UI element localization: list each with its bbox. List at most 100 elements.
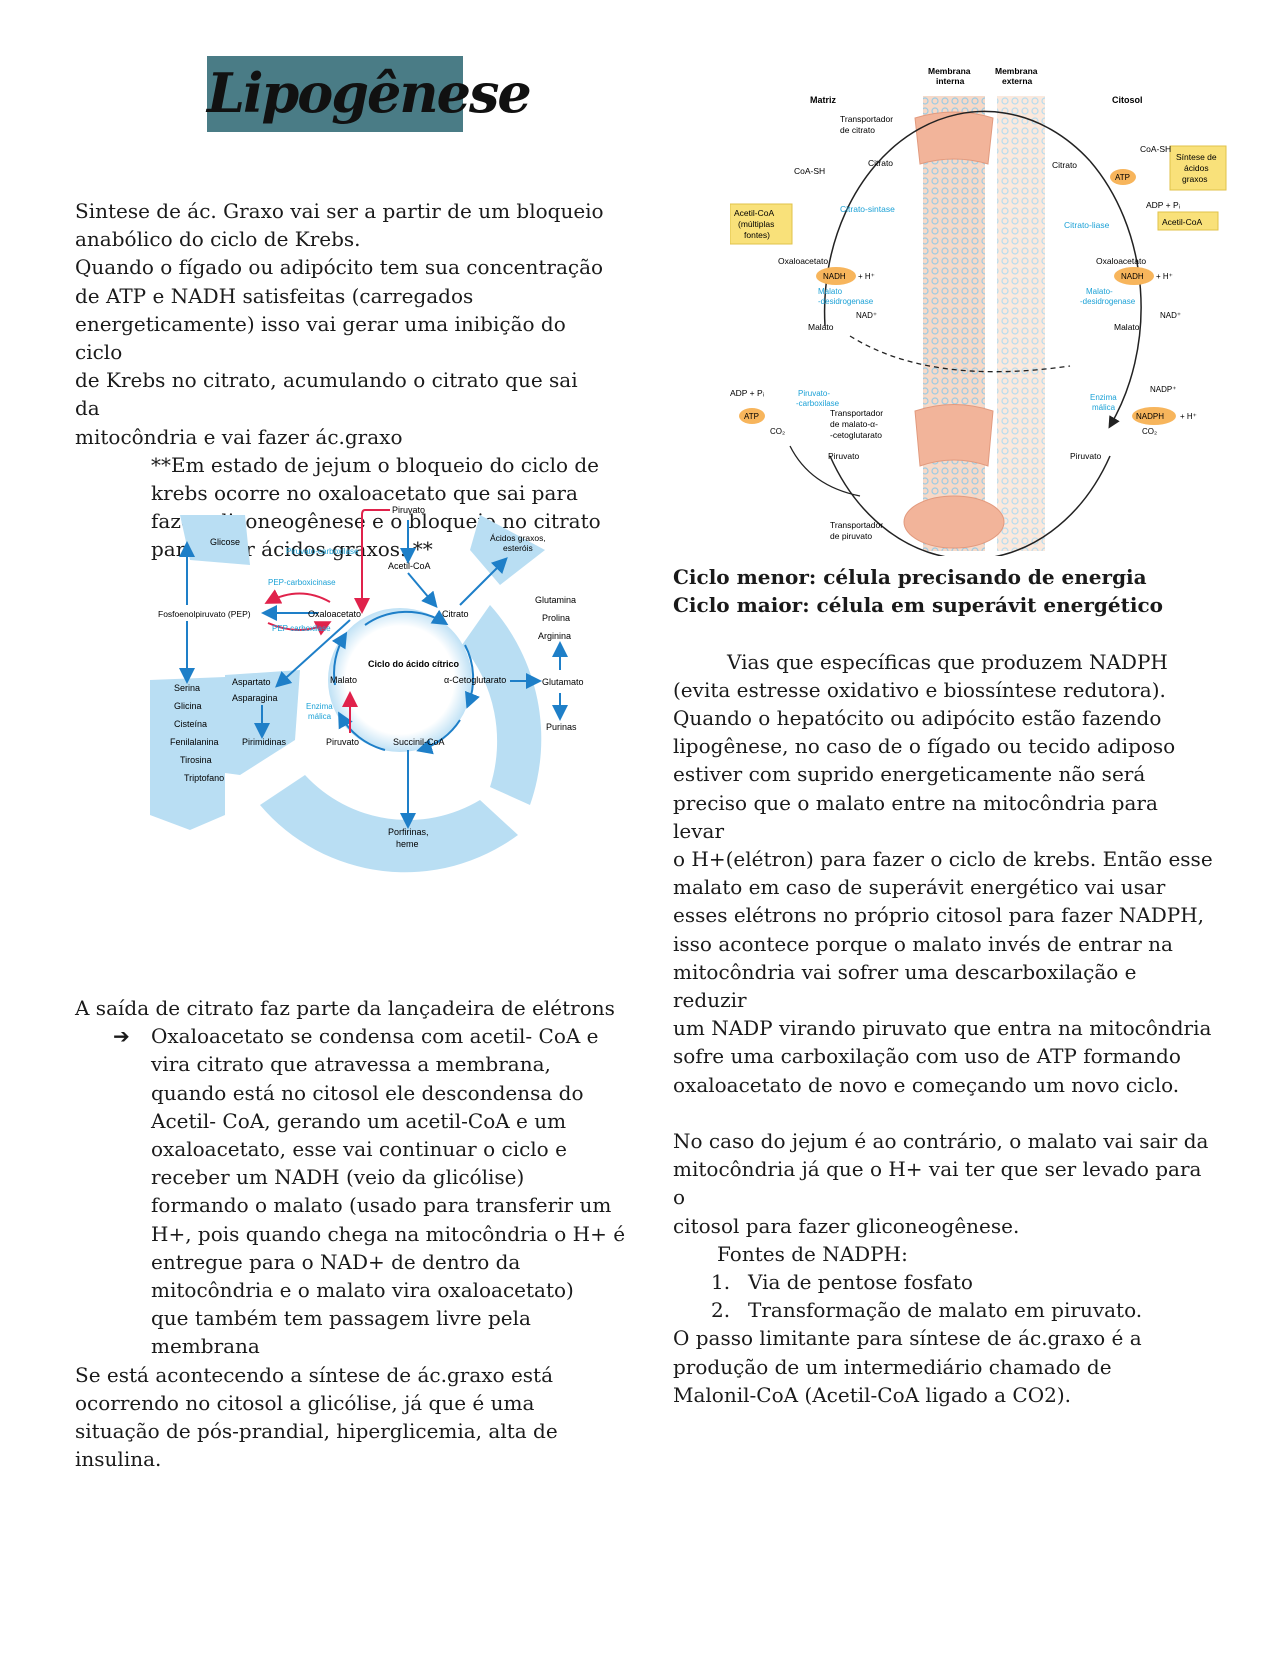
text-line: preciso que o malato entre na mitocôndri… bbox=[673, 790, 1158, 843]
list-text: Via de pentose fosfato bbox=[748, 1270, 973, 1295]
title-background bbox=[207, 56, 463, 132]
text-line: formando o malato (usado para transferir… bbox=[151, 1193, 612, 1218]
label-piruvato-carboxilase: Piruvato-carboxilase bbox=[286, 547, 359, 556]
fatty-acid-synthesis-box bbox=[1169, 145, 1227, 191]
label-piruvato-bottom: Piruvato bbox=[326, 737, 359, 747]
label: Oxaloacetato bbox=[1096, 256, 1146, 266]
label: CO₂ bbox=[770, 427, 785, 436]
label: Transportador bbox=[830, 408, 883, 418]
nadh-oval-left bbox=[816, 267, 856, 285]
ring-segment-glutamate bbox=[462, 605, 542, 805]
arrow-pep-carboxylase bbox=[267, 621, 332, 636]
ring-segment-glucose bbox=[180, 515, 250, 565]
label: ADP + Pᵢ bbox=[730, 388, 764, 398]
label: CoA-SH bbox=[794, 166, 825, 176]
pyruvate-left-arrow bbox=[789, 445, 861, 497]
label-enzima: Enzima bbox=[306, 702, 333, 711]
text-line: que também tem passagem livre pela bbox=[151, 1306, 531, 1331]
label-malica: málica bbox=[308, 712, 332, 721]
text-line: mitocôndria vai sofrer uma descarboxilaç… bbox=[673, 959, 1137, 1013]
cycle-center bbox=[328, 608, 472, 752]
nadph-oval bbox=[1132, 407, 1176, 425]
label-citosol: Citosol bbox=[1112, 95, 1143, 105]
text-line: citosol para fazer gliconeogênese. bbox=[673, 1213, 1020, 1238]
text-line: insulina. bbox=[75, 1447, 162, 1472]
acetyl-coa-box bbox=[1157, 211, 1219, 231]
label: Piruvato bbox=[1070, 451, 1101, 461]
amino-acid-label: Triptofano bbox=[184, 773, 224, 783]
text-line: de Krebs no citrato, acumulando o citrat… bbox=[75, 368, 578, 421]
label: Oxaloacetato bbox=[778, 256, 828, 266]
acetyl-coa-sources-box bbox=[730, 203, 793, 245]
label-oxaloacetato: Oxaloacetato bbox=[308, 609, 361, 619]
label-pirimidinas: Pirimidinas bbox=[242, 737, 287, 747]
text-line: Se está acontecendo a síntese de ác.grax… bbox=[75, 1362, 554, 1387]
list-item: 2.Transformação de malato em piruvato. bbox=[673, 1296, 1213, 1324]
label-cetoglutarato: α-Cetoglutarato bbox=[444, 675, 506, 685]
label: málica bbox=[1092, 403, 1116, 412]
label: + H⁺ bbox=[858, 272, 875, 281]
label: ATP bbox=[744, 412, 759, 421]
citrate-malate-shuttle-diagram: Membrana interna Membrana externa Matriz… bbox=[730, 66, 1227, 556]
label: + H⁺ bbox=[1180, 412, 1197, 421]
cycle-big-heading: Ciclo maior: célula em superávit energét… bbox=[673, 593, 1163, 618]
list-item: 1.Via de pentose fosfato bbox=[673, 1268, 1213, 1296]
text-line: produção de um intermediário chamado de bbox=[673, 1354, 1112, 1379]
label-pep-carboxilase: PEP carboxilase bbox=[272, 624, 331, 633]
arrow-citrate-fatty-acids bbox=[459, 557, 508, 606]
cycle-center-label: Ciclo do ácido cítrico bbox=[368, 659, 460, 669]
pyruvate-transporter bbox=[903, 495, 1005, 549]
text-line: oxaloacetato de novo e começando um novo… bbox=[673, 1072, 1180, 1097]
outer-cycle-arc bbox=[1089, 160, 1142, 429]
text-line: lipogênese, no caso de o fígado ou tecid… bbox=[673, 734, 1176, 759]
label: NADP⁺ bbox=[1150, 385, 1176, 394]
label: NADPH bbox=[1136, 412, 1164, 421]
label: (múltiplas bbox=[738, 219, 774, 229]
text-line: membrana bbox=[151, 1334, 260, 1359]
text-line: ocorrendo no citosol a glicólise, já que… bbox=[75, 1390, 535, 1415]
label: Membrana bbox=[928, 66, 971, 76]
label: -desidrogenase bbox=[1080, 297, 1136, 306]
label: Piruvato- bbox=[798, 389, 830, 398]
text-line: receber um NADH (veio da glicólise) bbox=[151, 1165, 525, 1190]
blank-line bbox=[673, 619, 1213, 647]
nadh-oval-right bbox=[1114, 267, 1154, 285]
label: fontes) bbox=[744, 230, 770, 240]
label: Malato- bbox=[1086, 287, 1113, 296]
text-line: mitocôndria e o malato vira oxaloacetato… bbox=[151, 1278, 574, 1303]
ring-segment-fatty-acids bbox=[470, 515, 545, 585]
text-line: Quando o fígado ou adipócito tem sua con… bbox=[75, 255, 604, 280]
text-line: malato em caso de superávit energético v… bbox=[673, 875, 1166, 900]
text-line: esses elétrons no próprio citosol para f… bbox=[673, 903, 1205, 928]
label-prolina: Prolina bbox=[542, 613, 570, 623]
intro-paragraph: Sintese de ác. Graxo vai ser a partir de… bbox=[75, 197, 605, 564]
page-title: Lipogênese bbox=[207, 61, 532, 125]
citrate-transporter bbox=[914, 111, 994, 165]
text-line: (evita estresse oxidativo e biossíntese … bbox=[673, 677, 1166, 702]
krebs-anabolic-diagram: Glicose Piruvato Piruvato-carboxilase Ac… bbox=[150, 505, 584, 873]
label: graxos bbox=[1182, 174, 1208, 184]
label: interna bbox=[936, 76, 965, 86]
label-succinil-coa: Succinil-CoA bbox=[393, 737, 445, 747]
list-text: Transformação de malato em piruvato. bbox=[748, 1298, 1143, 1323]
label: NAD⁺ bbox=[856, 311, 877, 320]
text-line: Quando o hepatócito ou adipócito estão f… bbox=[673, 706, 1162, 731]
list-item: ➔ Oxaloacetato se condensa com acetil- C… bbox=[75, 1022, 635, 1360]
sources-list: 1.Via de pentose fosfato 2.Transformação… bbox=[673, 1268, 1213, 1324]
label: Membrana bbox=[995, 66, 1038, 76]
label: Malato bbox=[818, 287, 843, 296]
label-pep-carboxicinase: PEP-carboxicinase bbox=[268, 578, 336, 587]
label-esterois: esteróis bbox=[503, 543, 533, 553]
text-line: anabólico do ciclo de Krebs. bbox=[75, 227, 361, 252]
cycle-arrow bbox=[464, 644, 480, 709]
label-asparagina: Asparagina bbox=[232, 693, 278, 703]
label: CO₂ bbox=[1142, 427, 1157, 436]
label-glutamato: Glutamato bbox=[542, 677, 584, 687]
label: Acetil-CoA bbox=[734, 208, 774, 218]
shuttle-title: A saída de citrato faz parte da lançadei… bbox=[75, 996, 615, 1020]
arrow-pep-carboxicinase bbox=[264, 589, 331, 604]
label: + H⁺ bbox=[1156, 272, 1173, 281]
label: de citrato bbox=[840, 125, 875, 135]
text-line: Malonil-CoA (Acetil-CoA ligado a CO2). bbox=[673, 1382, 1072, 1407]
label: de piruvato bbox=[830, 531, 872, 541]
